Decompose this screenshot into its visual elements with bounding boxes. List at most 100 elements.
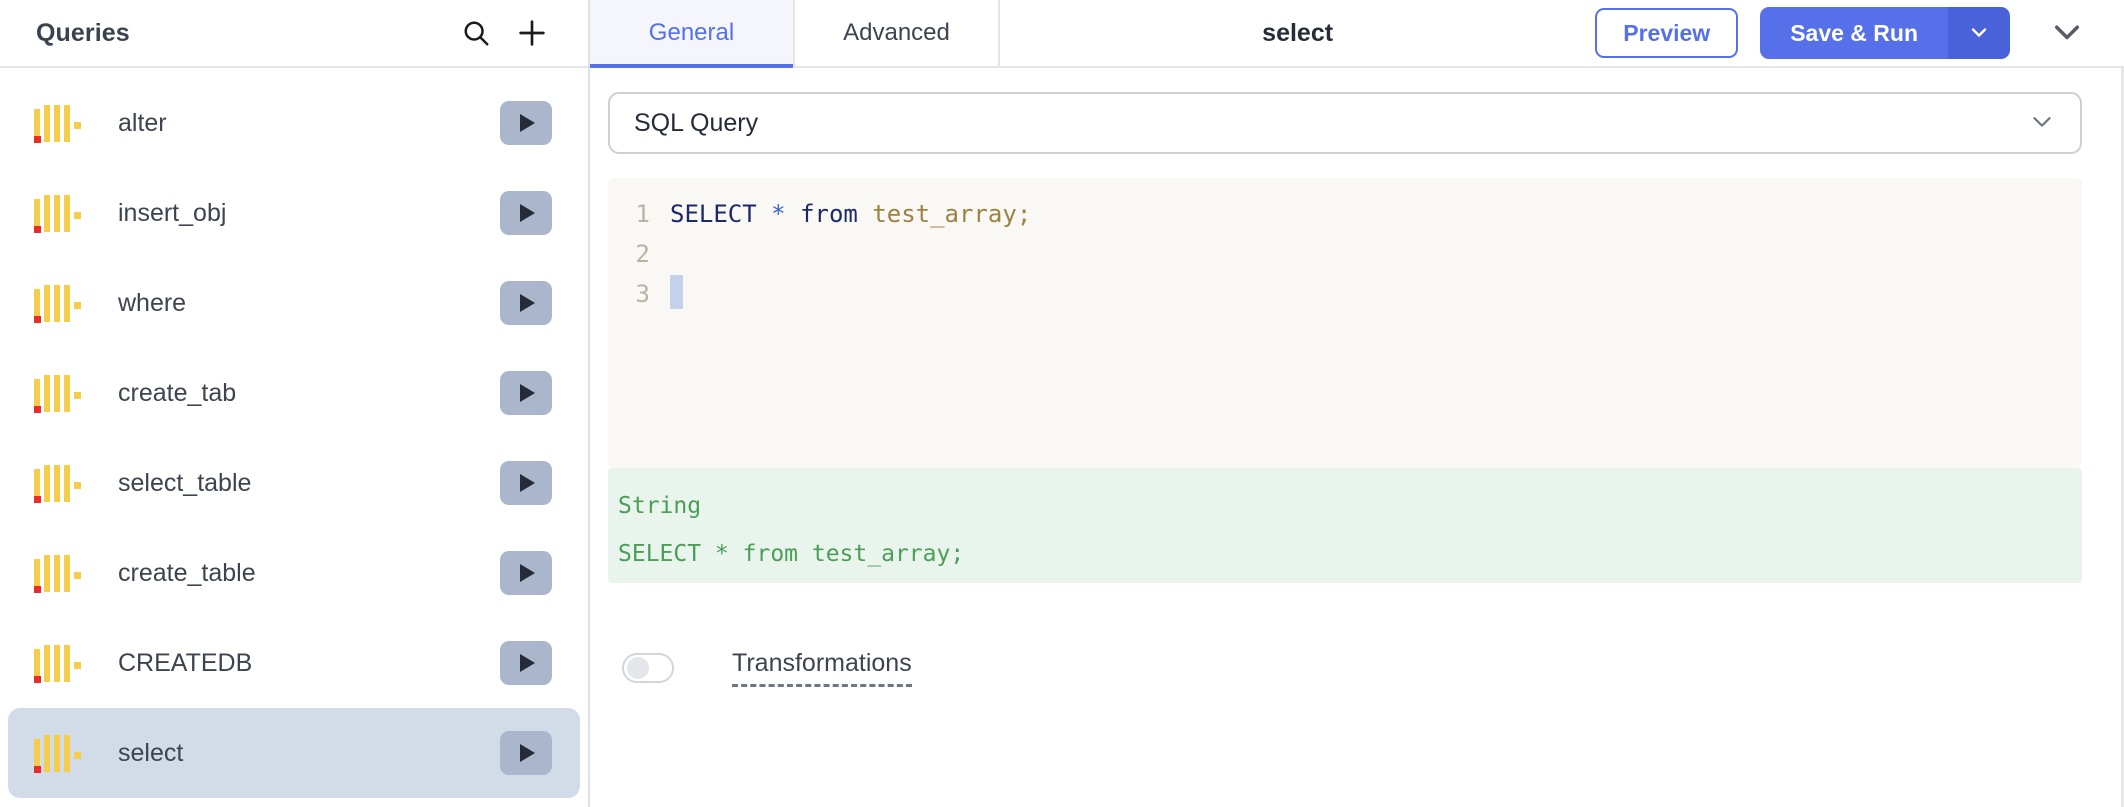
play-icon bbox=[520, 384, 535, 402]
run-query-button[interactable] bbox=[500, 461, 552, 505]
play-icon bbox=[520, 474, 535, 492]
list-item[interactable]: insert_obj bbox=[8, 168, 580, 258]
content-body: SQL Query 1 SELECT * from test_array; 2 3 S… bbox=[590, 68, 2124, 807]
code-token bbox=[757, 200, 771, 228]
chevron-down-icon bbox=[2048, 13, 2086, 54]
transformations-toggle[interactable] bbox=[622, 653, 674, 683]
plus-icon bbox=[516, 17, 548, 49]
query-name-label: where bbox=[118, 288, 187, 317]
play-icon bbox=[520, 654, 535, 672]
run-query-button[interactable] bbox=[500, 371, 552, 415]
sql-query-icon bbox=[32, 99, 88, 147]
sql-query-icon bbox=[32, 639, 88, 687]
code-line: 2 bbox=[608, 234, 2082, 274]
query-name-label: insert_obj bbox=[118, 198, 227, 227]
sql-query-icon bbox=[34, 555, 81, 593]
page-title: Queries bbox=[36, 18, 130, 47]
sql-query-icon bbox=[34, 105, 81, 143]
code-token: SELECT bbox=[670, 200, 757, 228]
query-name-label: create_tab bbox=[118, 378, 237, 407]
topbar-actions: Preview Save & Run bbox=[1595, 0, 2124, 66]
list-item[interactable]: select bbox=[8, 708, 580, 798]
run-query-button[interactable] bbox=[500, 191, 552, 235]
code-text bbox=[670, 274, 683, 314]
transformations-row: Transformations bbox=[608, 583, 2082, 687]
sql-query-icon bbox=[34, 735, 81, 773]
list-item[interactable]: create_table bbox=[8, 528, 580, 618]
query-name-label: select bbox=[118, 738, 184, 767]
sql-query-icon bbox=[34, 645, 81, 683]
code-token: * bbox=[771, 200, 786, 228]
tab-general[interactable]: General bbox=[590, 0, 795, 68]
save-and-run-dropdown-button[interactable] bbox=[1948, 7, 2011, 59]
topbar-spacer-left bbox=[1000, 0, 1232, 66]
line-number: 3 bbox=[635, 280, 650, 308]
sql-query-icon bbox=[34, 465, 81, 503]
search-icon bbox=[461, 18, 491, 48]
list-item[interactable]: select_table bbox=[8, 438, 580, 528]
sql-query-icon bbox=[34, 285, 81, 323]
code-line: 1 SELECT * from test_array; bbox=[608, 194, 2082, 234]
text-cursor bbox=[670, 275, 683, 309]
list-item[interactable]: alter bbox=[8, 78, 580, 168]
code-token: from bbox=[800, 200, 858, 228]
play-icon bbox=[520, 114, 535, 132]
sidebar-header: Queries bbox=[0, 0, 588, 68]
save-and-run-button[interactable]: Save & Run bbox=[1760, 7, 1949, 59]
sql-query-icon bbox=[32, 459, 88, 507]
save-and-run-group: Save & Run bbox=[1760, 7, 2011, 59]
run-query-button[interactable] bbox=[500, 731, 552, 775]
queries-sidebar: Queries bbox=[0, 0, 590, 807]
sql-query-icon bbox=[32, 369, 88, 417]
code-token bbox=[858, 200, 872, 228]
document-title: select bbox=[1262, 18, 1334, 47]
query-result-panel: String SELECT * from test_array; bbox=[608, 468, 2082, 583]
play-icon bbox=[520, 204, 535, 222]
chevron-down-icon bbox=[1967, 20, 1991, 47]
code-text: SELECT * from test_array; bbox=[670, 194, 1031, 234]
query-name-label: select_table bbox=[118, 468, 252, 497]
run-query-button[interactable] bbox=[500, 101, 552, 145]
line-number: 2 bbox=[635, 240, 650, 268]
line-number: 1 bbox=[635, 200, 650, 228]
query-type-select[interactable]: SQL Query bbox=[608, 92, 2082, 154]
toggle-knob bbox=[627, 657, 649, 679]
add-query-button[interactable] bbox=[504, 5, 560, 61]
vertical-scrollbar-track[interactable] bbox=[2121, 68, 2124, 807]
sql-code-editor[interactable]: 1 SELECT * from test_array; 2 3 bbox=[608, 178, 2082, 468]
code-token: ; bbox=[1016, 200, 1032, 228]
tab-advanced[interactable]: Advanced bbox=[795, 0, 1000, 66]
sql-query-icon bbox=[32, 729, 88, 777]
run-query-button[interactable] bbox=[500, 641, 552, 685]
sql-query-icon bbox=[32, 549, 88, 597]
collapse-panel-button[interactable] bbox=[2032, 3, 2102, 63]
search-button[interactable] bbox=[448, 5, 504, 61]
query-list: alter insert_obj where create_tab select… bbox=[0, 68, 588, 807]
list-item[interactable]: create_tab bbox=[8, 348, 580, 438]
sql-query-icon bbox=[34, 375, 81, 413]
result-type-label: String bbox=[618, 493, 702, 519]
code-token bbox=[786, 200, 800, 228]
code-token: test_array bbox=[872, 200, 1017, 228]
preview-button[interactable]: Preview bbox=[1595, 8, 1739, 58]
play-icon bbox=[520, 564, 535, 582]
code-line: 3 bbox=[608, 274, 2082, 314]
transformations-label[interactable]: Transformations bbox=[732, 649, 912, 687]
run-query-button[interactable] bbox=[500, 551, 552, 595]
sql-query-icon bbox=[32, 279, 88, 327]
query-name-label: create_table bbox=[118, 558, 256, 587]
topbar-spacer-right bbox=[1363, 0, 1595, 66]
query-type-value: SQL Query bbox=[634, 108, 759, 137]
play-icon bbox=[520, 294, 535, 312]
run-query-button[interactable] bbox=[500, 281, 552, 325]
list-item[interactable]: where bbox=[8, 258, 580, 348]
sql-query-icon bbox=[34, 195, 81, 233]
query-name-label: CREATEDB bbox=[118, 648, 253, 677]
chevron-down-icon bbox=[2028, 107, 2056, 140]
list-item[interactable]: CREATEDB bbox=[8, 618, 580, 708]
query-name-label: alter bbox=[118, 108, 167, 137]
